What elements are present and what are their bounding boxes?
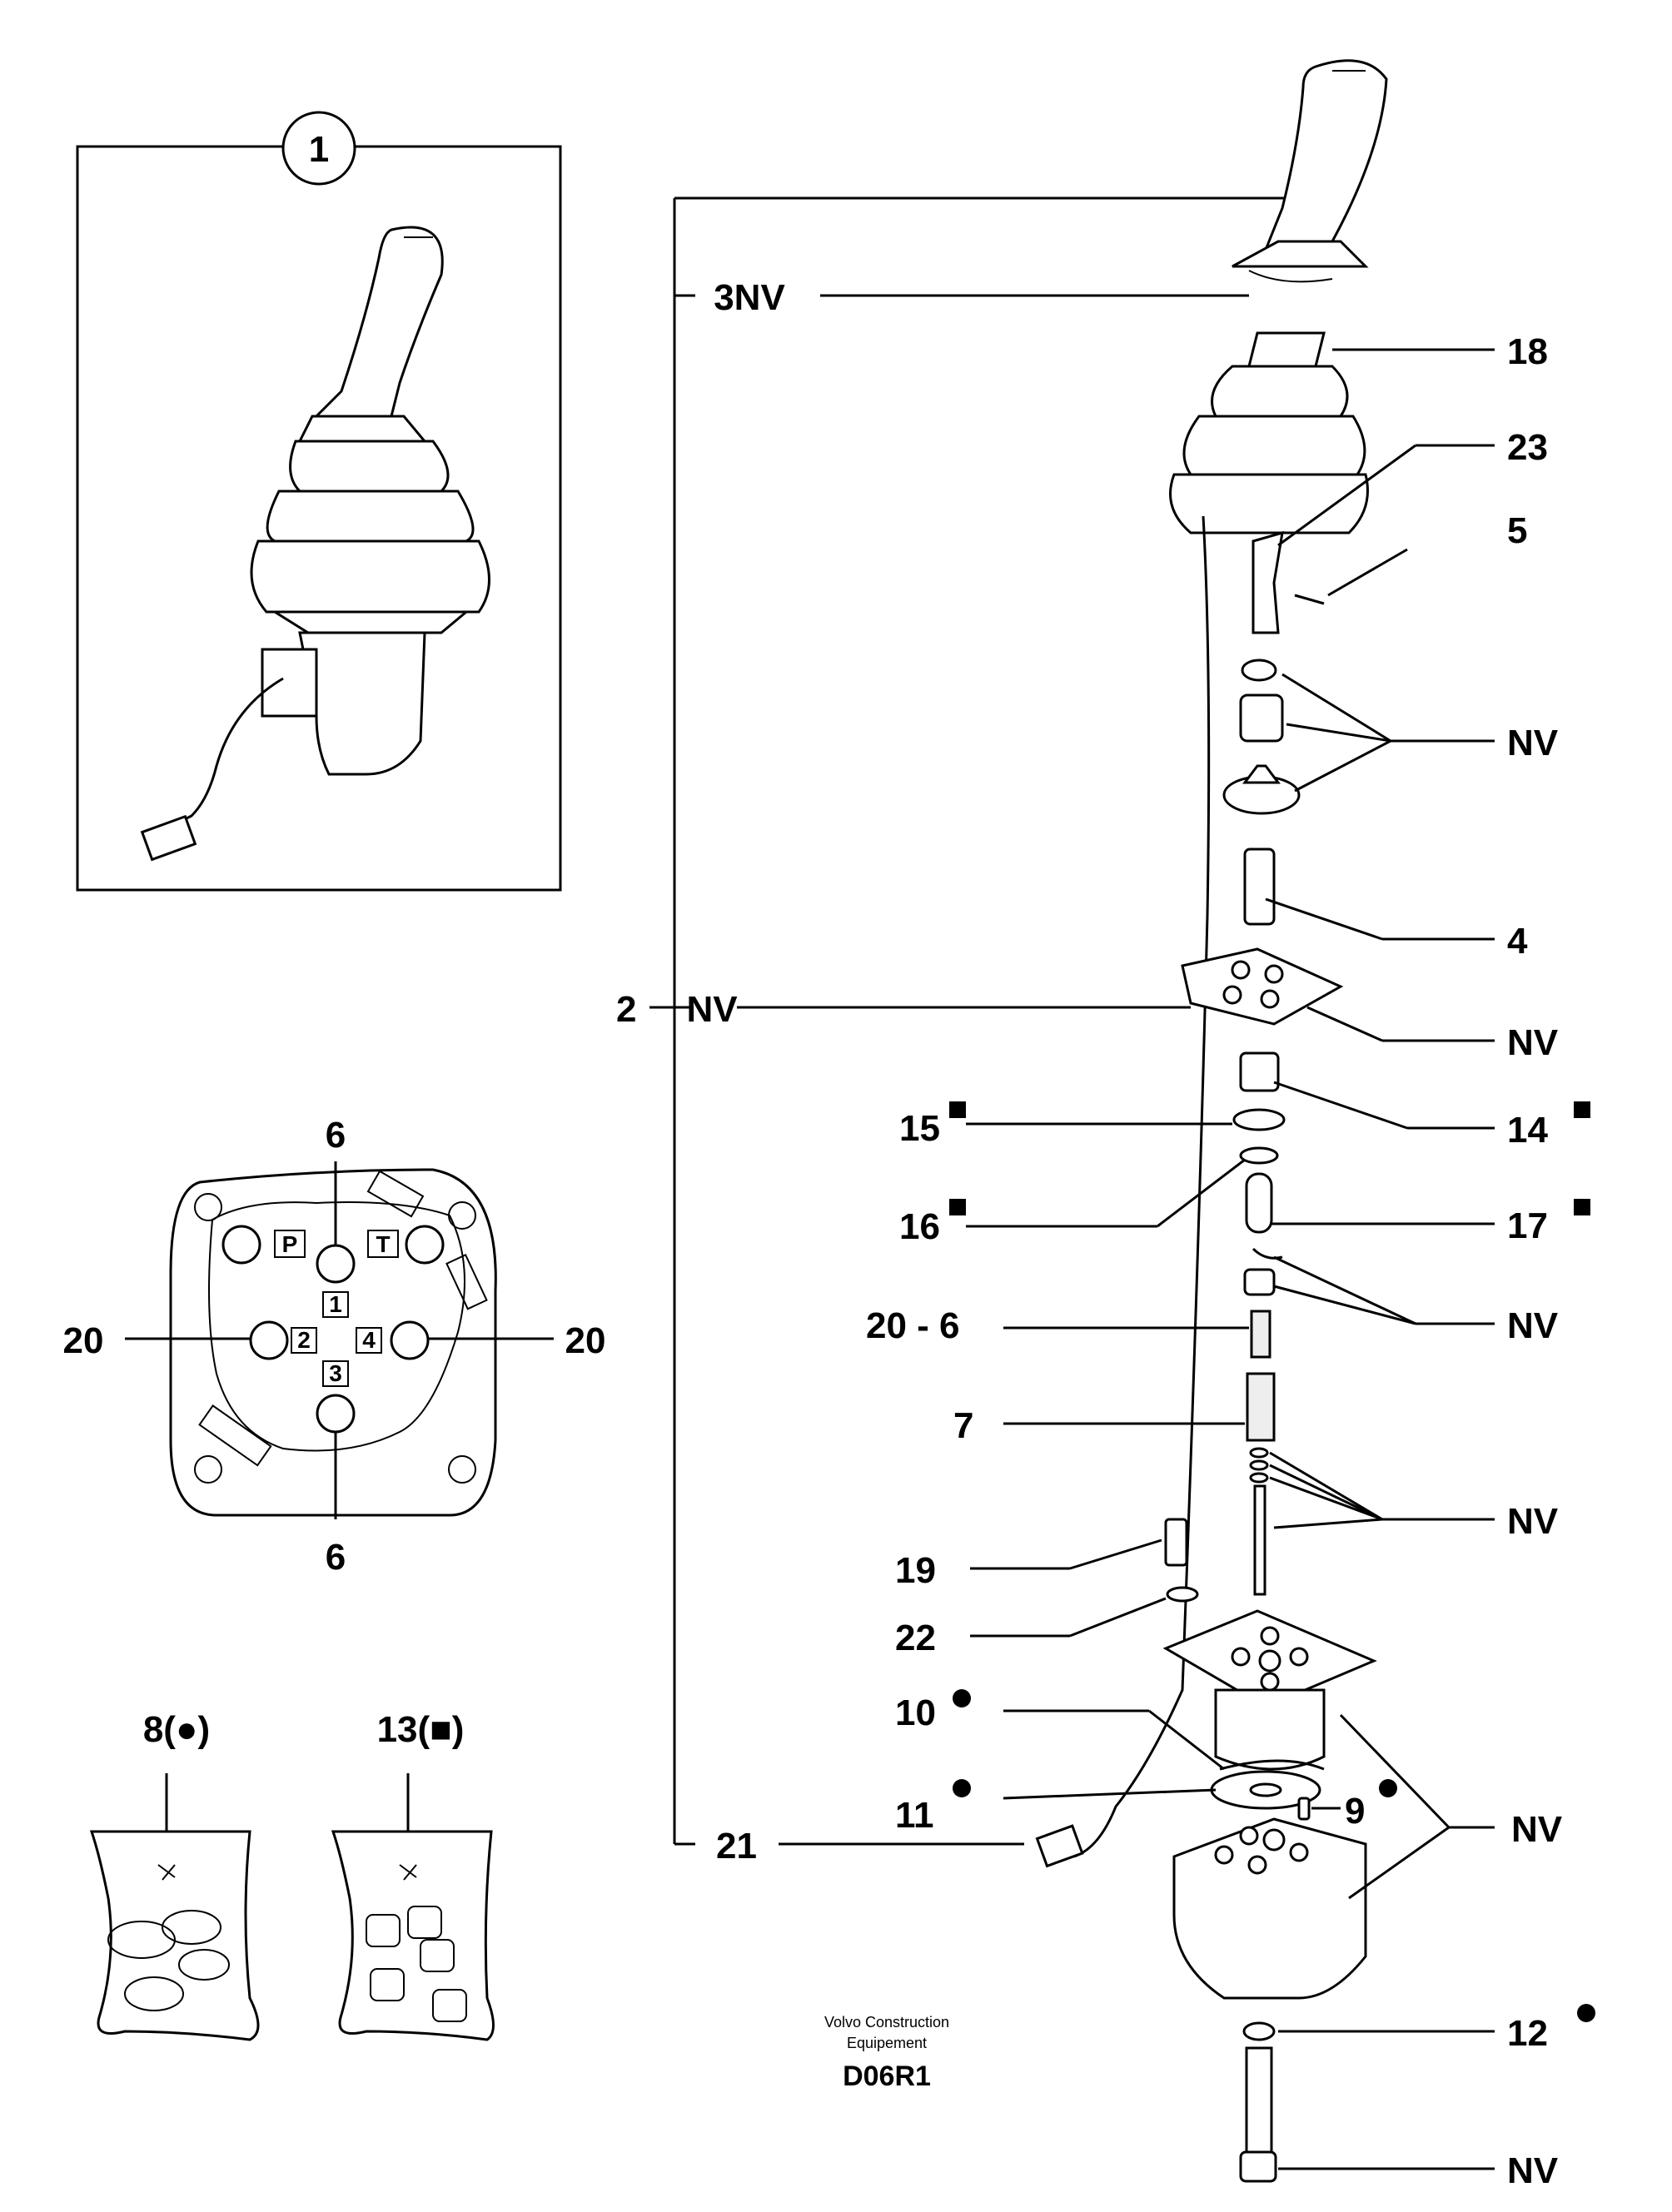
callout-18: 18 — [1507, 331, 1548, 372]
kit-13-label: 13(■) — [377, 1709, 465, 1750]
maker-line-2: Equipement — [847, 2035, 927, 2051]
screw-part — [1164, 1518, 1188, 1567]
spring-small-part — [1250, 1310, 1271, 1359]
kit-8-label: 8(●) — [143, 1709, 210, 1750]
callout-21: 21 — [716, 1826, 757, 1867]
detail-view-number-circle — [281, 111, 356, 186]
plate-part — [1181, 947, 1344, 1026]
callout-10: 10 — [895, 1693, 936, 1733]
callout-nv-stem: NV — [1507, 1501, 1559, 1542]
callout-17: 17 — [1507, 1205, 1548, 1246]
stem-part — [1253, 1484, 1266, 1596]
base-plate-outline — [169, 1168, 497, 1517]
callout-12: 12 — [1507, 2013, 1548, 2054]
kit-8: 8(●) — [89, 1709, 260, 2041]
port-p-label: P — [282, 1231, 298, 1257]
assembly-bracket — [673, 196, 1286, 1846]
callout-3nv: 3NV — [714, 277, 785, 318]
connector-part — [1035, 1824, 1084, 1868]
callout-nv-clip: NV — [1507, 1305, 1559, 1346]
port-view-left-label: 20 — [63, 1320, 104, 1361]
maker-line-1: Volvo Construction — [824, 2014, 949, 2031]
detail-view-number: 1 — [309, 129, 329, 170]
port-1-label: 1 — [329, 1291, 342, 1317]
callout-4: 4 — [1507, 921, 1528, 962]
callout-11: 11 — [895, 1795, 934, 1836]
port-view-bottom-label: 6 — [326, 1537, 346, 1578]
callout-5: 5 — [1507, 510, 1527, 551]
port-3-circle — [316, 1394, 356, 1434]
drawing-code: D06R1 — [843, 2060, 931, 2092]
port-view-top-label: 6 — [326, 1115, 346, 1156]
joystick-assembly-illustration — [140, 226, 490, 862]
callout-19: 19 — [895, 1550, 936, 1591]
port-t-label: T — [376, 1231, 390, 1257]
callout-15: 15 — [899, 1108, 940, 1149]
callout-14: 14 — [1507, 1110, 1548, 1151]
kit-13: 13(■) — [331, 1709, 495, 2041]
port-1-circle — [316, 1244, 356, 1284]
exploded-parts — [737, 59, 1495, 2183]
bolt-part — [1245, 2046, 1273, 2158]
callout-nv-body: NV — [1511, 1809, 1563, 1850]
boot-part — [1247, 331, 1326, 368]
ujoint-part — [1243, 848, 1276, 926]
callout-labels: 3NV 18 23 5 NV 4 2 NV NV 15 14 16 17 20 … — [616, 277, 1595, 2191]
callout-9: 9 — [1345, 1791, 1365, 1832]
callout-22: 22 — [895, 1618, 936, 1658]
port-2-circle — [249, 1320, 289, 1360]
callout-nv-plate: NV — [1507, 1022, 1559, 1063]
spring-large-part — [1246, 1372, 1276, 1442]
callout-2: 2 — [616, 989, 636, 1030]
port-view-right-label: 20 — [565, 1320, 606, 1361]
port-4-circle — [390, 1320, 430, 1360]
link-part — [1252, 530, 1284, 634]
plunger-part — [1245, 1172, 1273, 1234]
detail-view-1: 1 — [76, 111, 562, 892]
handle-part — [1263, 59, 1388, 251]
callout-23: 23 — [1507, 427, 1548, 468]
plug-part — [1239, 1051, 1280, 1092]
callout-2-nv: NV — [686, 989, 738, 1030]
callout-nv-bolt: NV — [1507, 2150, 1559, 2191]
callout-16: 16 — [899, 1206, 940, 1247]
callout-20-6: 20 - 6 — [866, 1305, 960, 1346]
footer: Volvo Construction Equipement D06R1 — [824, 2014, 949, 2092]
port-2-label: 2 — [297, 1327, 311, 1353]
port-3-label: 3 — [329, 1360, 342, 1386]
callout-nv-top: NV — [1507, 723, 1559, 763]
callout-7: 7 — [953, 1405, 973, 1446]
port-view: P T 1 2 4 3 6 6 20 20 — [63, 1115, 606, 1578]
port-4-label: 4 — [362, 1327, 376, 1353]
